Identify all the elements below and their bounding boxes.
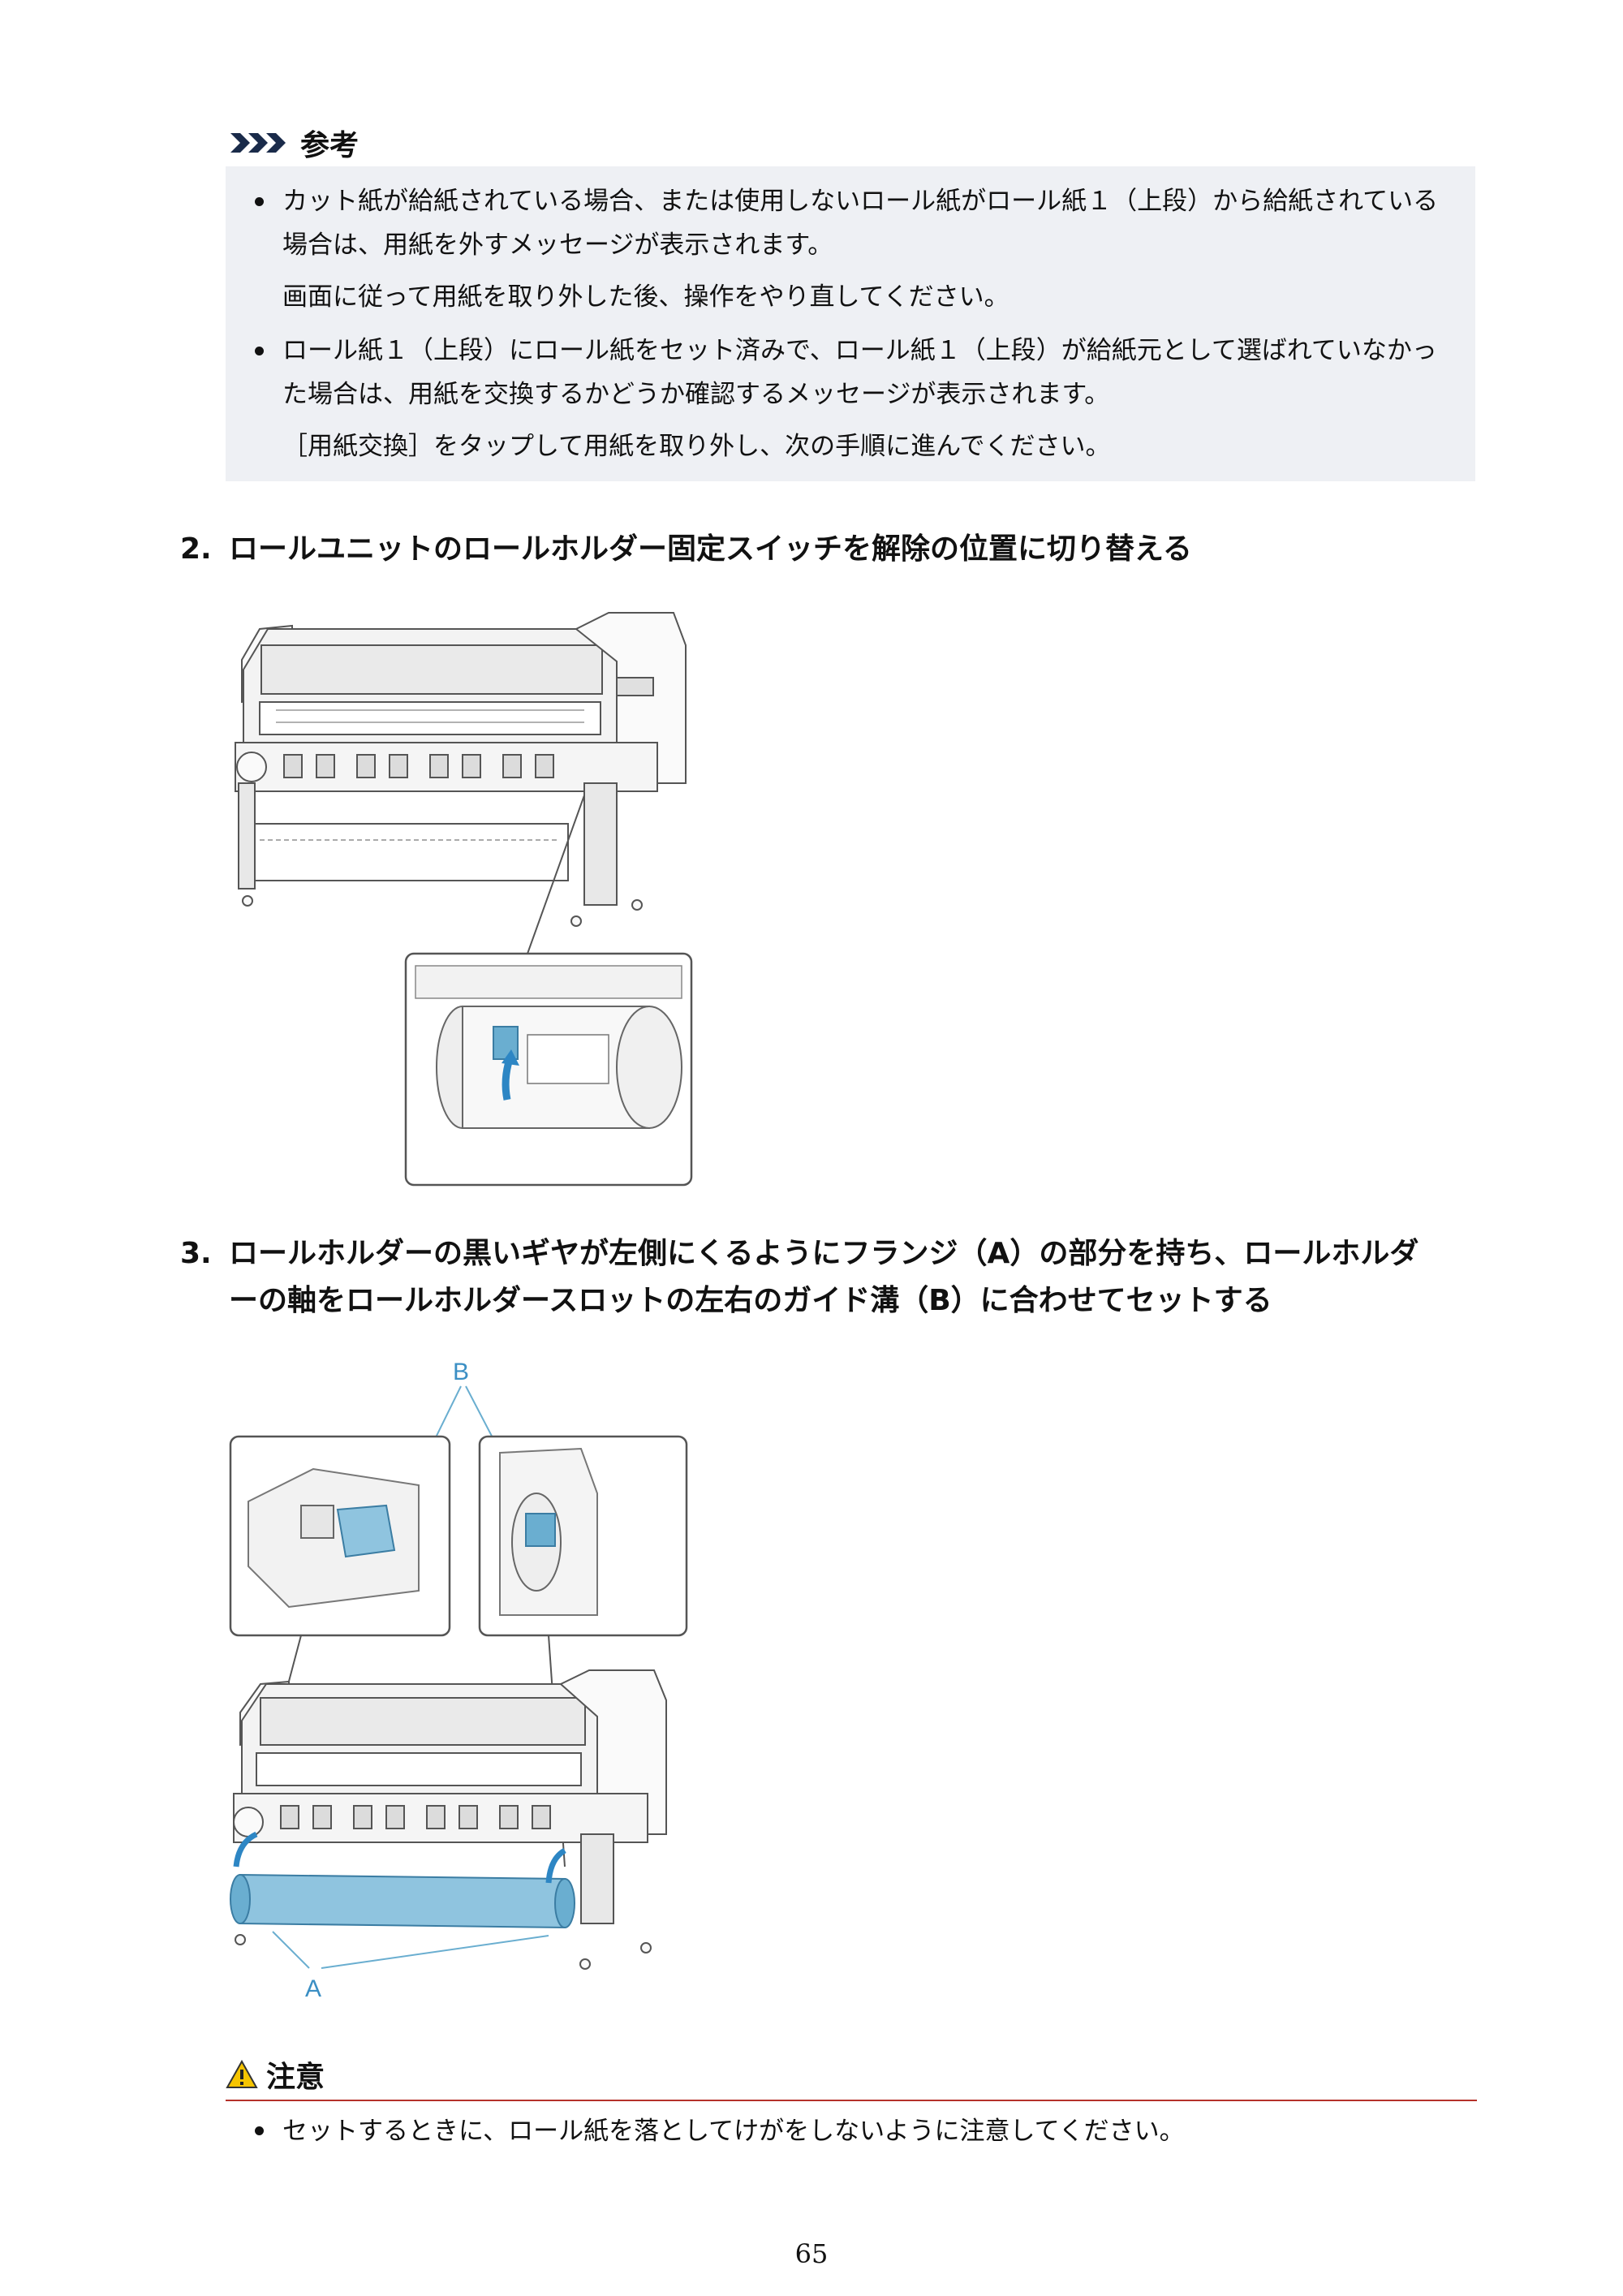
list-item: セットするときに、ロール紙を落としてけがをしないように注意してください。 [248, 2109, 1185, 2154]
list-item: ロール紙１（上段）にロール紙をセット済みで、ロール紙１（上段）が給紙元として選ば… [248, 329, 1459, 416]
step-text: ロールユニットのロールホルダー固定スイッチを解除の位置に切り替える [229, 532, 1192, 566]
step-number: 3. [180, 1237, 212, 1270]
caution-divider [226, 2100, 1477, 2101]
bullet-icon [255, 347, 264, 355]
label-b: B [453, 1359, 469, 1385]
caution-item-text: セットするときに、ロール紙を落としてけがをしないように注意してください。 [282, 2117, 1185, 2146]
reference-item-text: ロール紙１（上段）にロール紙をセット済みで、ロール紙１（上段）が給紙元として選ば… [282, 336, 1437, 409]
reference-title: 参考 [300, 129, 359, 162]
caution-list: セットするときに、ロール紙を落としてけがをしないように注意してください。 [248, 2109, 1185, 2154]
caution-header: 注意 [226, 2053, 325, 2096]
caution-title: 注意 [266, 2061, 325, 2094]
step-3-heading: 3. ロールホルダーの黒いギヤが左側にくるようにフランジ（A）の部分を持ち、ロール… [180, 1230, 1419, 1325]
step-text-line1: ロールホルダーの黒いギヤが左側にくるようにフランジ（A）の部分を持ち、ロールホル… [229, 1237, 1419, 1270]
page-number: 65 [794, 2238, 829, 2269]
step-text-line2: ーの軸をロールホルダースロットの左右のガイド溝（B）に合わせてセットする [229, 1284, 1272, 1317]
reference-list: カット紙が給紙されている場合、または使用しないロール紙がロール紙１（上段）から給… [226, 166, 1475, 267]
reference-header: 参考 [229, 122, 359, 164]
reference-item-note: ［用紙交換］をタップして用紙を取り外し、次の手順に進んでください。 [282, 432, 1111, 461]
reference-box: カット紙が給紙されている場合、または使用しないロール紙がロール紙１（上段）から給… [226, 166, 1475, 481]
list-item: カット紙が給紙されている場合、または使用しないロール紙がロール紙１（上段）から給… [248, 179, 1459, 267]
roll-holder-setting-illustration: B [229, 1359, 688, 2002]
reference-arrows-icon [230, 133, 286, 153]
reference-item-text: カット紙が給紙されている場合、または使用しないロール紙がロール紙１（上段）から給… [282, 187, 1439, 260]
bullet-icon [255, 2126, 264, 2135]
reference-item-note: 画面に従って用紙を取り外した後、操作をやり直してください。 [282, 282, 1010, 312]
label-a: A [305, 1975, 321, 2002]
printer-roll-holder-switch-illustration [235, 612, 693, 1187]
bullet-icon [255, 197, 264, 206]
step-2-heading: 2. ロールユニットのロールホルダー固定スイッチを解除の位置に切り替える [180, 526, 1192, 573]
warning-triangle-icon [226, 2060, 258, 2088]
step-number: 2. [180, 532, 212, 566]
reference-list: ロール紙１（上段）にロール紙をセット済みで、ロール紙１（上段）が給紙元として選ば… [226, 329, 1475, 416]
